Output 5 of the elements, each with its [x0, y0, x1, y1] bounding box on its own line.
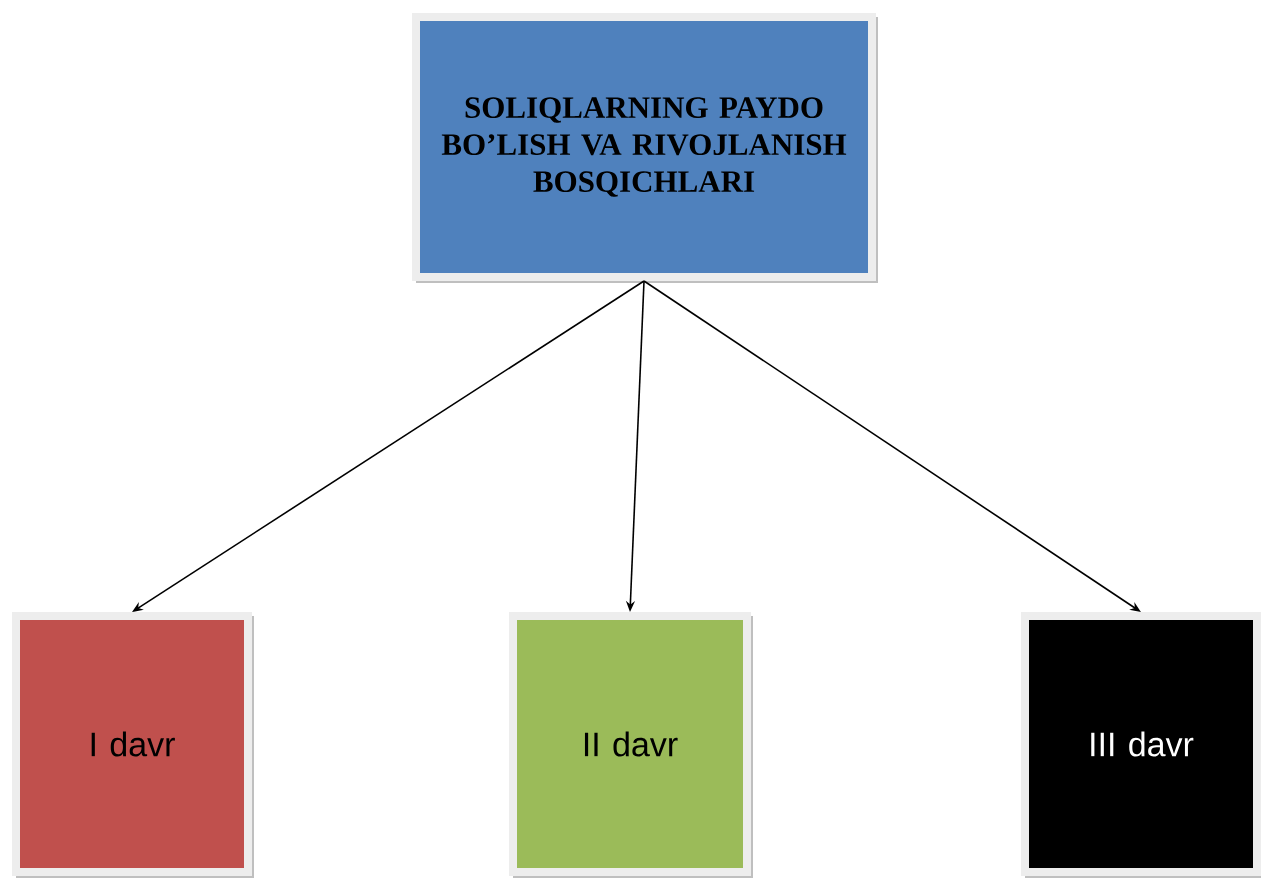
- arrow: [643, 280, 1141, 612]
- period-box: I davr: [12, 612, 252, 876]
- period-box: III davr: [1021, 612, 1261, 876]
- title-box: SOLIQLARNING PAYDO BO’LISH VA RIVOJLANISH BOSQICHLARI: [412, 13, 876, 281]
- period-box: II davr: [509, 612, 751, 876]
